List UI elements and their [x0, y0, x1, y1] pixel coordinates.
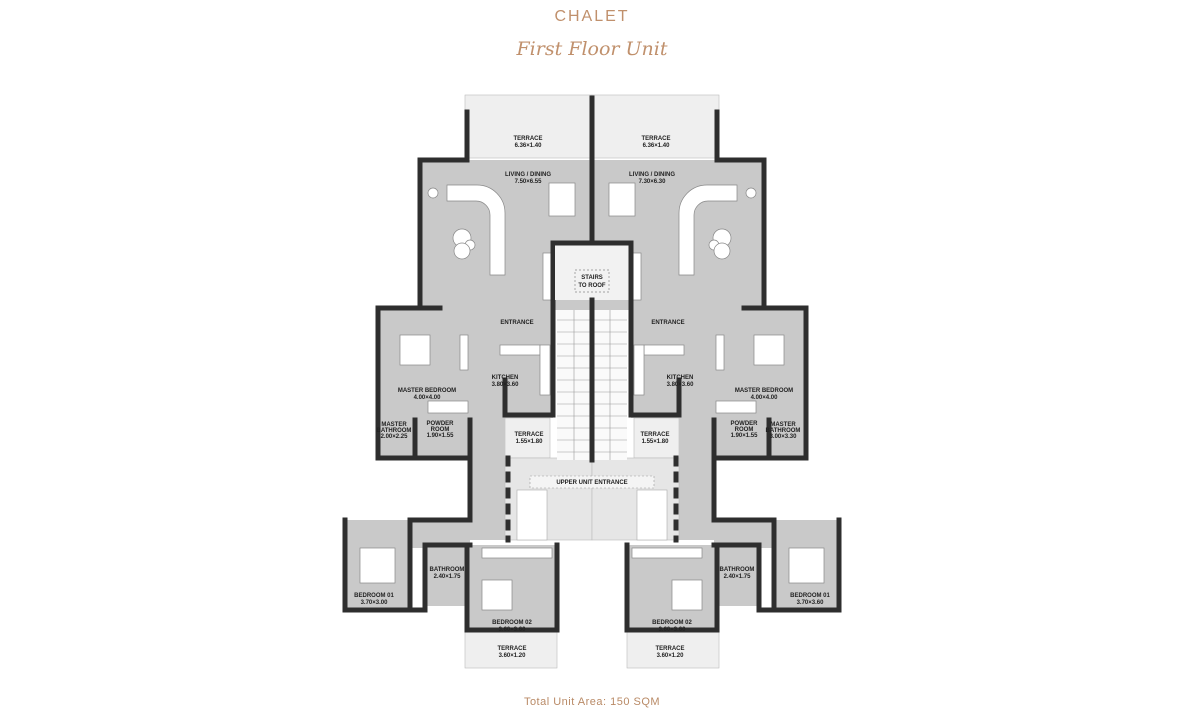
terrace-size: 6.36×1.40 [643, 143, 671, 149]
terrace-bottom-label: TERRACE [497, 646, 526, 652]
master-bedroom-label: MASTER BEDROOM [398, 388, 456, 394]
stairs-roof-label: STAIRS [581, 275, 603, 281]
master-bedroom-size: 4.00×4.00 [414, 395, 442, 401]
left-unit-labels: TERRACE 6.36×1.40 LIVING / DINING 7.50×6… [354, 136, 551, 659]
bathroom-size: 2.40×1.75 [434, 574, 462, 580]
terrace-mid-size: 1.55×1.80 [516, 439, 544, 445]
master-bathroom-size: 2.00×2.25 [381, 434, 409, 440]
master-bedroom-label: MASTER BEDROOM [735, 388, 793, 394]
bathroom-size: 2.40×1.75 [724, 574, 752, 580]
terrace-label: TERRACE [513, 136, 542, 142]
master-bathroom-size: 3.00×3.30 [770, 434, 798, 440]
bedroom-01-size: 3.70×3.00 [361, 600, 389, 606]
terrace-mid-label: TERRACE [640, 432, 669, 438]
powder-room-label-2: ROOM [431, 427, 450, 433]
bedroom-02-size: 3.60×3.60 [499, 627, 527, 633]
entrance-label: ENTRANCE [500, 320, 533, 326]
entrance-label: ENTRANCE [651, 320, 684, 326]
kitchen-size: 3.80×3.60 [667, 382, 695, 388]
master-bedroom-size: 4.00×4.00 [751, 395, 779, 401]
living-size: 7.30×6.30 [639, 179, 667, 185]
stairs-roof-label-2: TO ROOF [578, 283, 606, 289]
bedroom-02-label: BEDROOM 02 [492, 620, 532, 626]
living-label: LIVING / DINING [629, 172, 675, 178]
master-bathroom-label-2: BATHROOM [766, 428, 801, 434]
bathroom-label: BATHROOM [720, 567, 755, 573]
powder-room-label: POWDER [731, 421, 759, 427]
terrace-bottom-size: 3.60×1.20 [499, 653, 527, 659]
kitchen-label: KITCHEN [492, 375, 519, 381]
left-unit-plan [345, 95, 592, 668]
bedroom-01-size: 3.70×3.60 [797, 600, 825, 606]
kitchen-size: 3.80×3.60 [492, 382, 520, 388]
bedroom-02-size: 3.60×3.60 [659, 627, 687, 633]
powder-room-label-2: ROOM [735, 427, 754, 433]
right-unit-labels: TERRACE 6.36×1.40 LIVING / DINING 7.30×6… [629, 136, 831, 659]
terrace-bottom-label: TERRACE [655, 646, 684, 652]
right-unit-plan [592, 95, 839, 668]
bathroom-label: BATHROOM [430, 567, 465, 573]
bedroom-01-label: BEDROOM 01 [354, 593, 394, 599]
powder-room-size: 1.90×1.55 [427, 433, 455, 439]
total-unit-area: Total Unit Area: 150 SQM [523, 696, 661, 708]
bedroom-01-label: BEDROOM 01 [790, 593, 830, 599]
terrace-mid-size: 1.55×1.80 [642, 439, 670, 445]
master-bathroom-label: MASTER [381, 422, 407, 428]
terrace-label: TERRACE [641, 136, 670, 142]
living-size: 7.50×6.55 [515, 179, 543, 185]
terrace-bottom-size: 3.60×1.20 [657, 653, 685, 659]
powder-room-label: POWDER [427, 421, 455, 427]
living-label: LIVING / DINING [505, 172, 551, 178]
upper-unit-entrance-label: UPPER UNIT ENTRANCE [556, 480, 627, 486]
master-bathroom-label-2: BATHROOM [377, 428, 412, 434]
page-title: CHALET [554, 8, 630, 25]
master-bathroom-label: MASTER [770, 422, 796, 428]
terrace-mid-label: TERRACE [514, 432, 543, 438]
terrace-size: 6.36×1.40 [515, 143, 543, 149]
powder-room-size: 1.90×1.55 [731, 433, 759, 439]
page-subtitle: First Floor Unit [516, 38, 668, 60]
bedroom-02-label: BEDROOM 02 [652, 620, 692, 626]
kitchen-label: KITCHEN [667, 375, 694, 381]
